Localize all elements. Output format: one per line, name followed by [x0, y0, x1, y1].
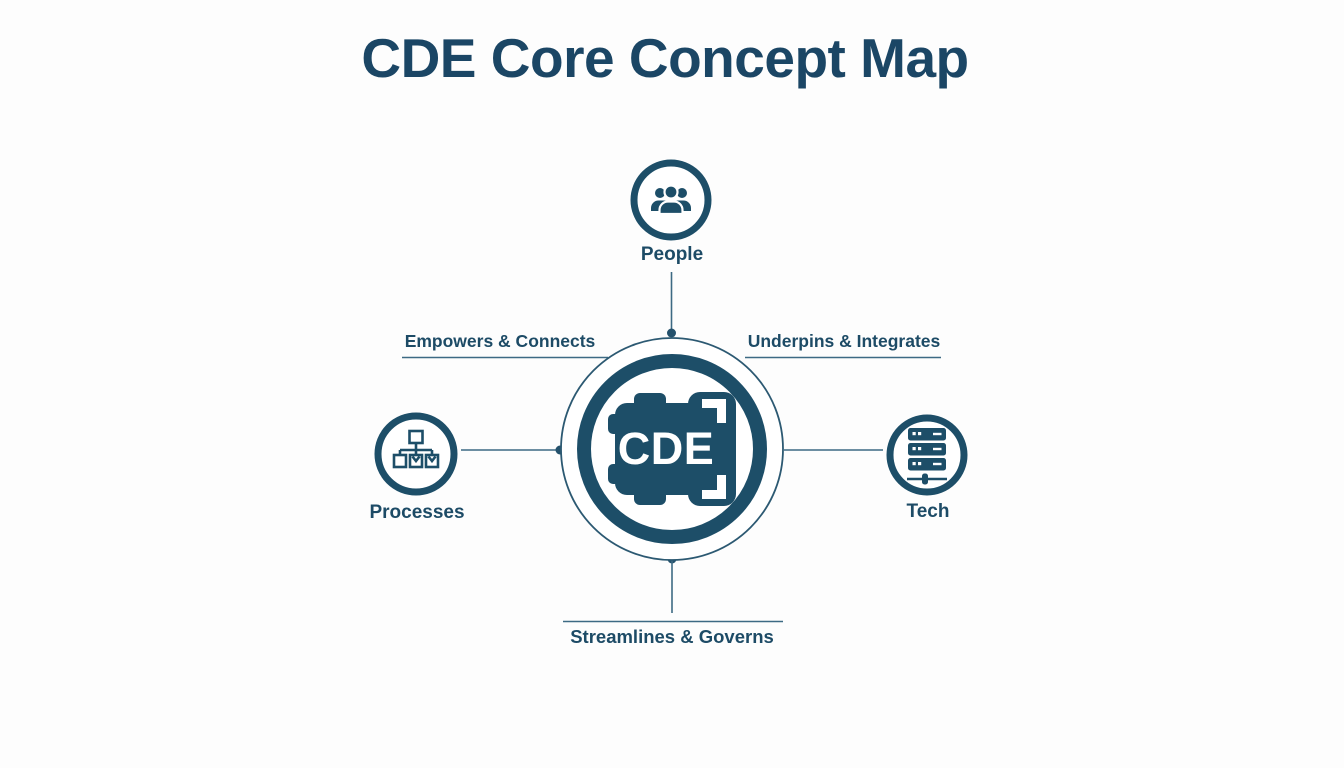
workflow-checklist-icon	[392, 429, 440, 469]
edge-label-bottom: Streamlines & Governs	[570, 626, 774, 647]
people-circle	[630, 159, 712, 241]
connector-dot-top	[667, 328, 676, 338]
node-tech	[886, 414, 968, 496]
people-group-icon	[651, 184, 691, 216]
edge-label-upper-left: Empowers & Connects	[404, 331, 596, 351]
edge-label-upper-right: Underpins & Integrates	[747, 331, 941, 351]
cde-document-badge-icon	[608, 392, 736, 506]
center-node-label: CDE	[617, 423, 715, 474]
tech-label: Tech	[906, 501, 950, 522]
processes-label: Processes	[369, 502, 465, 523]
center-node-cde	[560, 337, 784, 561]
node-processes	[374, 412, 458, 496]
people-label: People	[640, 244, 704, 265]
server-stack-icon	[907, 428, 947, 485]
node-people	[630, 159, 712, 241]
page-title: CDE Core Concept Map	[361, 27, 969, 89]
